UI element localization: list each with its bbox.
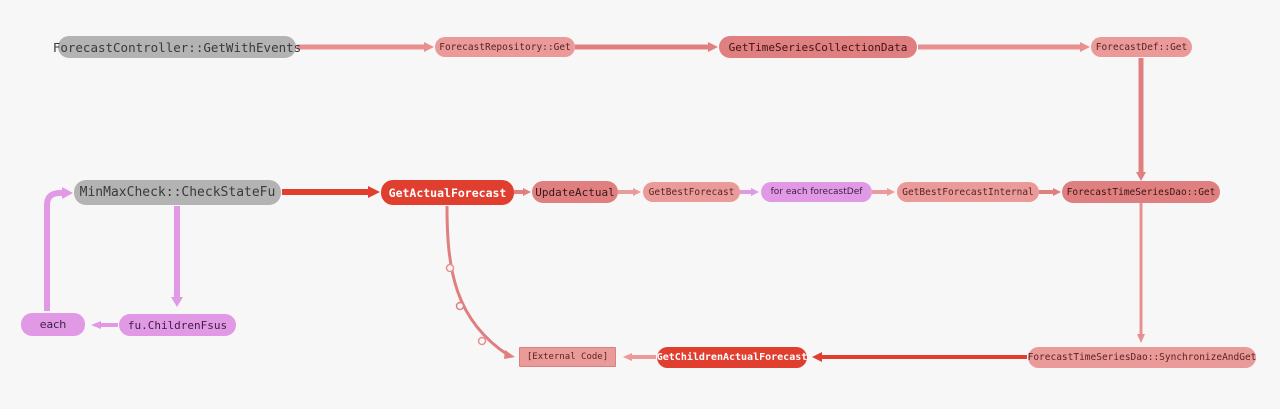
node-forecast-controller[interactable]: ForecastController::GetWithEvents: [53, 36, 301, 58]
arrowhead: [812, 352, 822, 362]
arrowhead: [887, 188, 895, 196]
node-forecast-time-series-dao-sync[interactable]: ForecastTimeSeriesDao::SynchronizeAndGet: [1028, 347, 1256, 368]
node-forecast-repository[interactable]: ForecastRepository::Get: [435, 37, 575, 57]
arrowhead: [633, 188, 641, 196]
arrowhead: [623, 353, 632, 361]
node-update-actual[interactable]: UpdateActual: [532, 181, 618, 203]
arrowhead: [751, 188, 759, 196]
arrowhead: [1053, 188, 1061, 196]
edge-waypoint: [477, 336, 487, 346]
node-forecast-time-series-dao-get[interactable]: ForecastTimeSeriesDao::Get: [1062, 181, 1220, 203]
edge-each-to-minmax: [44, 190, 63, 311]
arrowhead: [523, 188, 531, 196]
arrowhead: [504, 350, 515, 359]
node-minmax-check[interactable]: MinMaxCheck::CheckStateFu: [74, 180, 281, 205]
arrowhead: [1136, 172, 1146, 181]
arrowhead: [62, 187, 73, 199]
arrowhead: [171, 297, 183, 307]
edge-waypoint: [455, 301, 465, 311]
node-forecast-def-get[interactable]: ForecastDef::Get: [1091, 37, 1192, 57]
node-for-each-forecast-def[interactable]: for each forecastDef: [761, 182, 872, 202]
arrowhead: [424, 42, 434, 52]
edge-getactual-to-external-code: [445, 205, 509, 357]
node-each[interactable]: each: [21, 313, 85, 336]
node-external-code[interactable]: [External Code]: [519, 347, 616, 367]
node-get-children-actual-forecast[interactable]: GetChildrenActualForecast: [657, 347, 807, 368]
arrowhead: [1080, 42, 1090, 52]
node-get-actual-forecast[interactable]: GetActualForecast: [381, 180, 514, 205]
edge-waypoint: [445, 263, 455, 273]
node-get-best-forecast-internal[interactable]: GetBestForecastInternal: [897, 182, 1039, 202]
arrowhead: [708, 42, 718, 52]
node-fu-children-fsus[interactable]: fu.ChildrenFsus: [119, 314, 236, 336]
arrowhead: [368, 186, 380, 198]
arrowhead: [91, 321, 101, 329]
arrowhead: [1137, 334, 1145, 343]
node-get-time-series-collection-data[interactable]: GetTimeSeriesCollectionData: [719, 36, 917, 58]
node-get-best-forecast[interactable]: GetBestForecast: [643, 182, 740, 202]
